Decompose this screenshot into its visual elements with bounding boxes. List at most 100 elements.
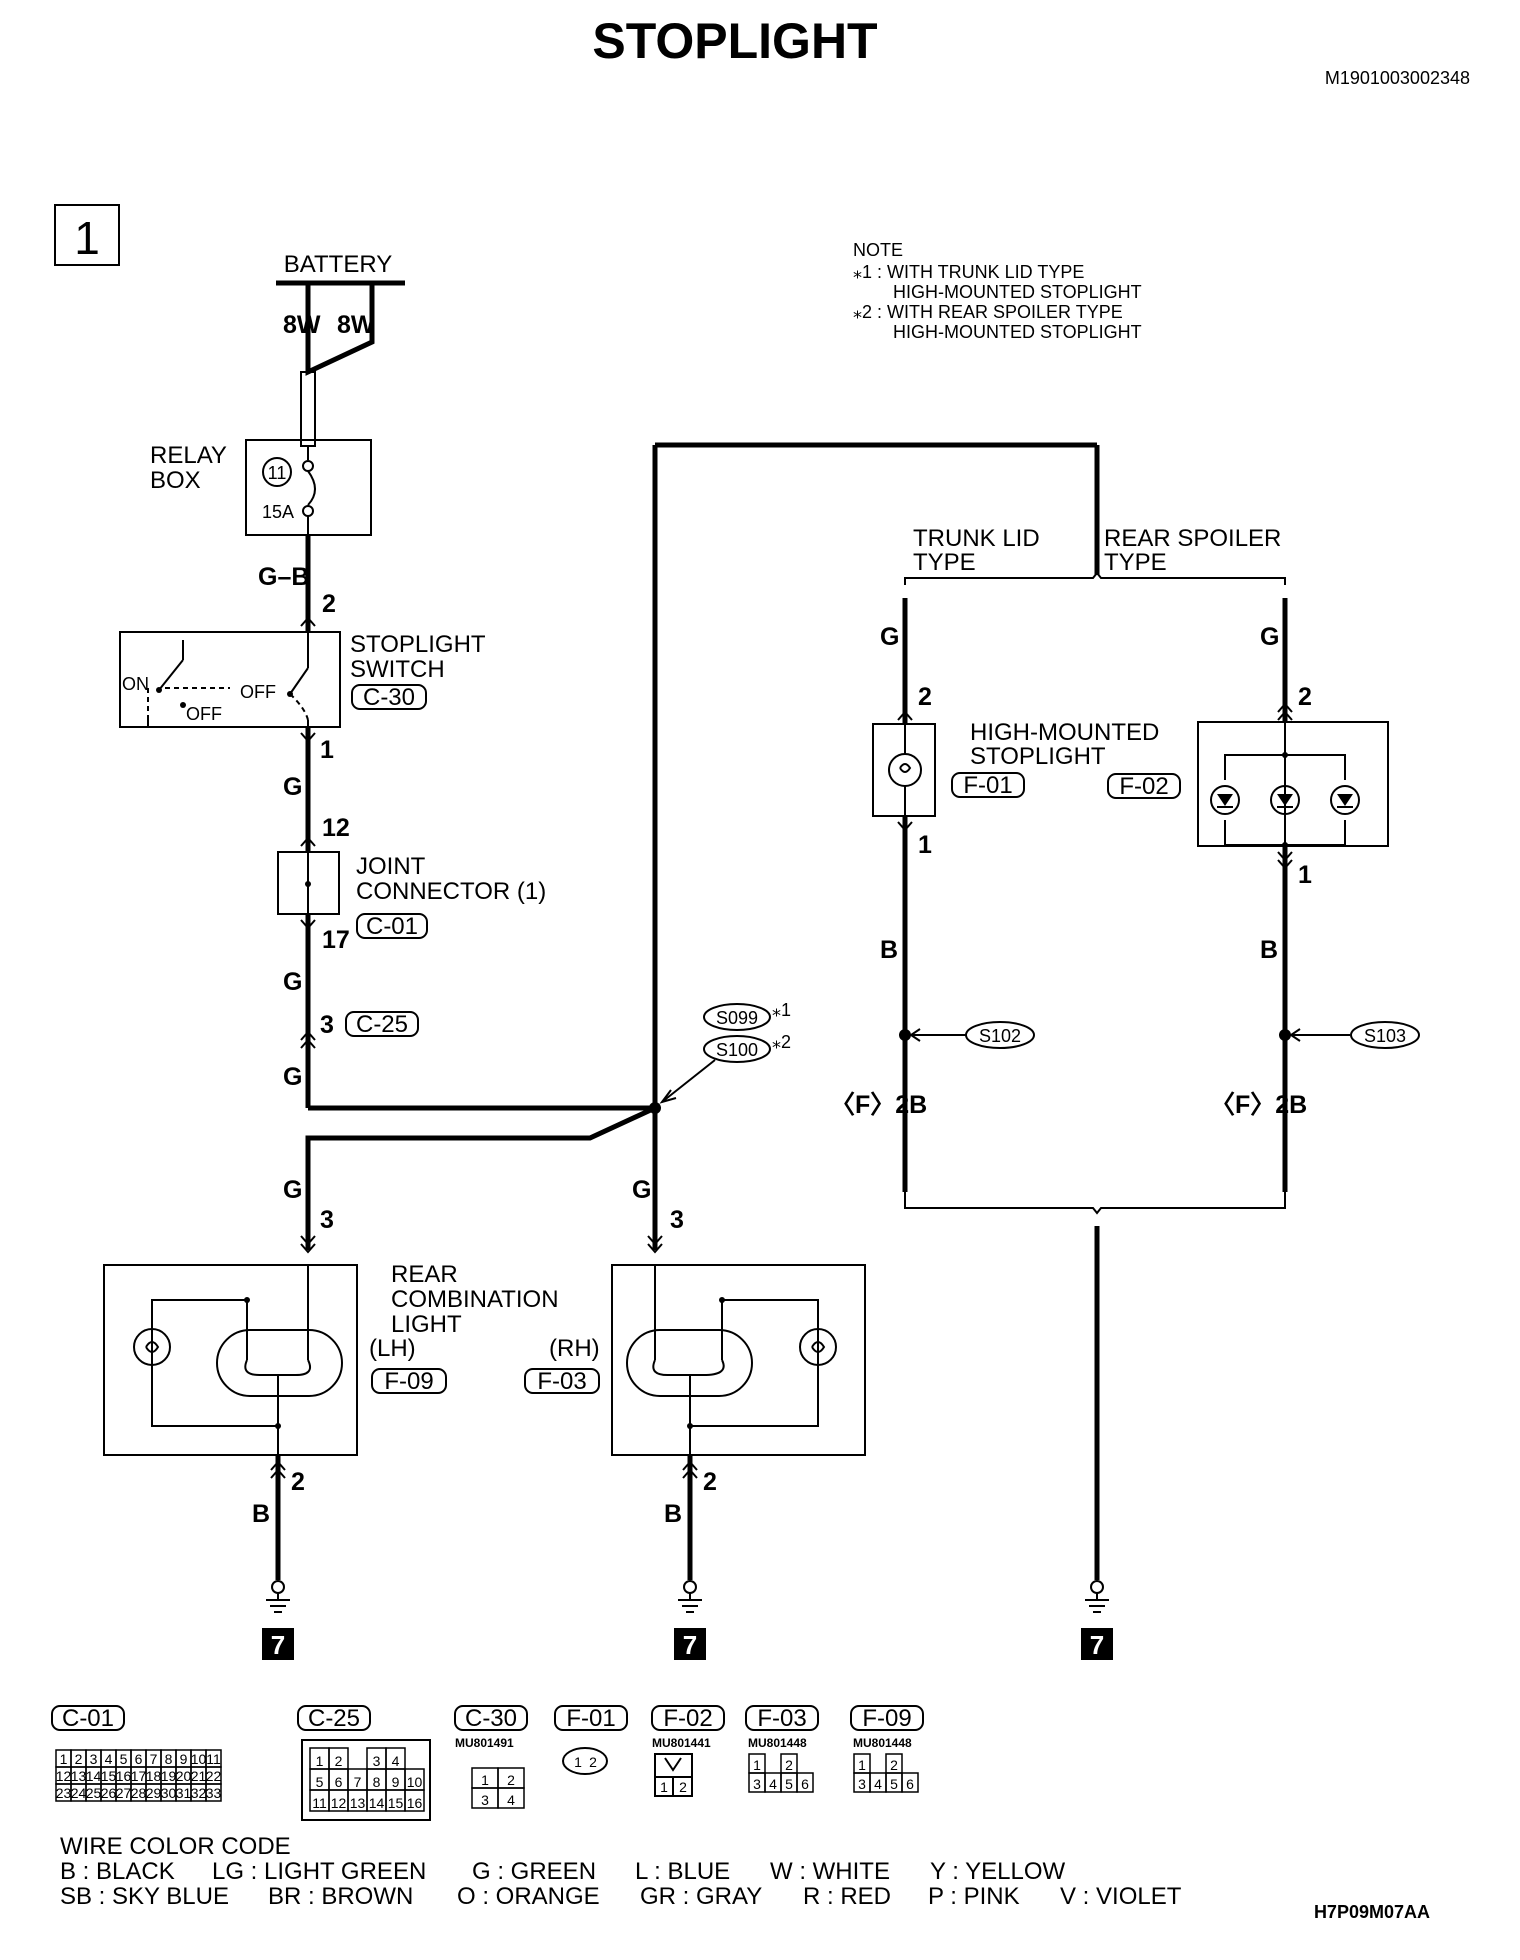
hmsl-trunk-connector-pill xyxy=(951,772,1025,798)
splice-s102-label: S102 xyxy=(979,1026,1021,1046)
f03-pin-3: 3 xyxy=(753,1776,761,1792)
ground-ref-trunk: 〈F〉2B xyxy=(830,1091,927,1119)
rear-combo-lh xyxy=(103,1264,358,1456)
joint-pin-bottom: 17 xyxy=(322,926,350,954)
legend-f02-part: MU801441 xyxy=(652,1736,711,1750)
wcc-row2-5: P : PINK xyxy=(928,1883,1020,1910)
c01-pin-22: 22 xyxy=(206,1768,222,1784)
switch-connector-pill xyxy=(351,684,427,710)
c01-pin-12: 12 xyxy=(56,1768,72,1784)
f09-pin-6: 6 xyxy=(906,1776,914,1792)
rear-spoiler-line2: TYPE xyxy=(1104,549,1167,576)
ground-number-lh: 7 xyxy=(271,1630,285,1660)
f09-pin-1: 1 xyxy=(858,1757,866,1773)
hmsl-spoiler-unit xyxy=(1197,721,1389,847)
connector-pin-cell xyxy=(901,1772,919,1793)
ground-symbol-lh xyxy=(266,1580,290,1613)
trunk-hmsl-pin-top: 2 xyxy=(918,683,932,711)
lh-pin-top: 3 xyxy=(320,1206,334,1234)
wire-color-b-lh: B xyxy=(252,1500,270,1528)
ground-number-hmsl: 7 xyxy=(1090,1630,1104,1660)
wire-color-b-rh: B xyxy=(664,1500,682,1528)
f01-pin-2: 2 xyxy=(589,1754,597,1770)
legend-f02-pill xyxy=(651,1705,725,1731)
rear-combo-lh-side: (LH) xyxy=(369,1335,416,1362)
switch-pin-bottom: 1 xyxy=(320,736,334,764)
c01-pin-1: 1 xyxy=(60,1751,68,1767)
rear-combo-rh xyxy=(611,1264,866,1456)
page-title: STOPLIGHT xyxy=(592,13,877,69)
led-icon-left xyxy=(1210,785,1240,815)
c01-pin-18: 18 xyxy=(146,1768,162,1784)
c25-pin: 3 xyxy=(320,1011,334,1039)
legend-f09-name: F-09 xyxy=(862,1705,911,1732)
switch-contact-right xyxy=(289,667,309,695)
ground-ref-box-rh xyxy=(674,1628,706,1660)
wire-color-gb: G–B xyxy=(258,563,309,591)
lh-stop-tail-bulb-icon xyxy=(216,1329,343,1397)
c25-pin-5: 5 xyxy=(316,1774,324,1790)
type-brace-bottom xyxy=(904,1192,1286,1215)
rear-combo-label-2: COMBINATION xyxy=(391,1286,559,1313)
c01-pin-28: 28 xyxy=(131,1785,147,1801)
feed-wire-to-lh xyxy=(305,1105,657,1250)
c25-pin-9: 9 xyxy=(392,1774,400,1790)
joint-label-2: CONNECTOR (1) xyxy=(356,878,546,905)
wire-color-g-1: G xyxy=(283,773,302,801)
wire-color-g-spoiler: G xyxy=(1260,623,1279,651)
rear-combo-lh-connector: F-09 xyxy=(384,1368,433,1395)
c25-pin-11: 11 xyxy=(312,1795,327,1811)
c25-pin-7: 7 xyxy=(354,1774,362,1790)
c01-pin-3: 3 xyxy=(90,1751,98,1767)
wire-color-b-trunk: B xyxy=(880,936,898,964)
led-icon-right xyxy=(1330,785,1360,815)
wcc-row2-1: BR : BROWN xyxy=(268,1883,413,1910)
fuse-element xyxy=(307,470,316,506)
wcc-row1-5: Y : YELLOW xyxy=(930,1858,1066,1885)
battery-wires xyxy=(305,283,375,376)
legend-f01-pill xyxy=(554,1705,628,1731)
battery-wire-right: 8W xyxy=(337,311,375,339)
c01-pin-10: 10 xyxy=(191,1751,207,1767)
page-number-box xyxy=(54,204,120,266)
switch-label-1: STOPLIGHT xyxy=(350,631,486,658)
c01-pin-25: 25 xyxy=(86,1785,102,1801)
switch-off-right: OFF xyxy=(240,682,276,702)
c25-pin-12: 12 xyxy=(331,1795,347,1811)
c25-pin-8: 8 xyxy=(373,1774,381,1790)
c25-pin-14: 14 xyxy=(369,1795,385,1811)
splice-s100 xyxy=(703,1035,771,1063)
f03-pin-5: 5 xyxy=(785,1776,793,1792)
hmsl-spoiler-connector-pill xyxy=(1107,773,1181,799)
spoiler-hmsl-pin-bottom: 1 xyxy=(1298,861,1312,889)
relay-box-label-1: RELAY xyxy=(150,442,227,469)
c01-pin-11: 11 xyxy=(206,1751,221,1767)
f03-pin-6: 6 xyxy=(801,1776,809,1792)
joint-connector-code: C-01 xyxy=(366,913,418,940)
c25-pin-15: 15 xyxy=(388,1795,404,1811)
hmsl-trunk-bulb-icon xyxy=(888,753,922,787)
wcc-row2-0: SB : SKY BLUE xyxy=(60,1883,229,1910)
wire-color-b-spoiler: B xyxy=(1260,936,1278,964)
ground-ref-spoiler: 〈F〉2B xyxy=(1210,1091,1307,1119)
c01-pin-32: 32 xyxy=(191,1785,207,1801)
legend-c01-pill xyxy=(51,1705,125,1731)
c01-pin-23: 23 xyxy=(56,1785,72,1801)
c01-pin-21: 21 xyxy=(191,1768,207,1784)
wcc-row2-4: R : RED xyxy=(803,1883,891,1910)
wire-color-code-heading: WIRE COLOR CODE xyxy=(60,1833,291,1860)
wire-color-g-rh: G xyxy=(632,1176,651,1204)
c01-pin-30: 30 xyxy=(161,1785,177,1801)
c01-pin-13: 13 xyxy=(71,1768,87,1784)
c01-pin-24: 24 xyxy=(71,1785,87,1801)
wcc-row2-2: O : ORANGE xyxy=(457,1883,600,1910)
c01-pin-8: 8 xyxy=(165,1751,173,1767)
c25-pin-1: 1 xyxy=(316,1753,324,1769)
fusible-link xyxy=(300,371,316,447)
rh-pin-bottom: 2 xyxy=(703,1468,717,1496)
splice-s099-mark: ⁎1 xyxy=(772,1000,791,1020)
relay-box-label-2: BOX xyxy=(150,467,201,494)
